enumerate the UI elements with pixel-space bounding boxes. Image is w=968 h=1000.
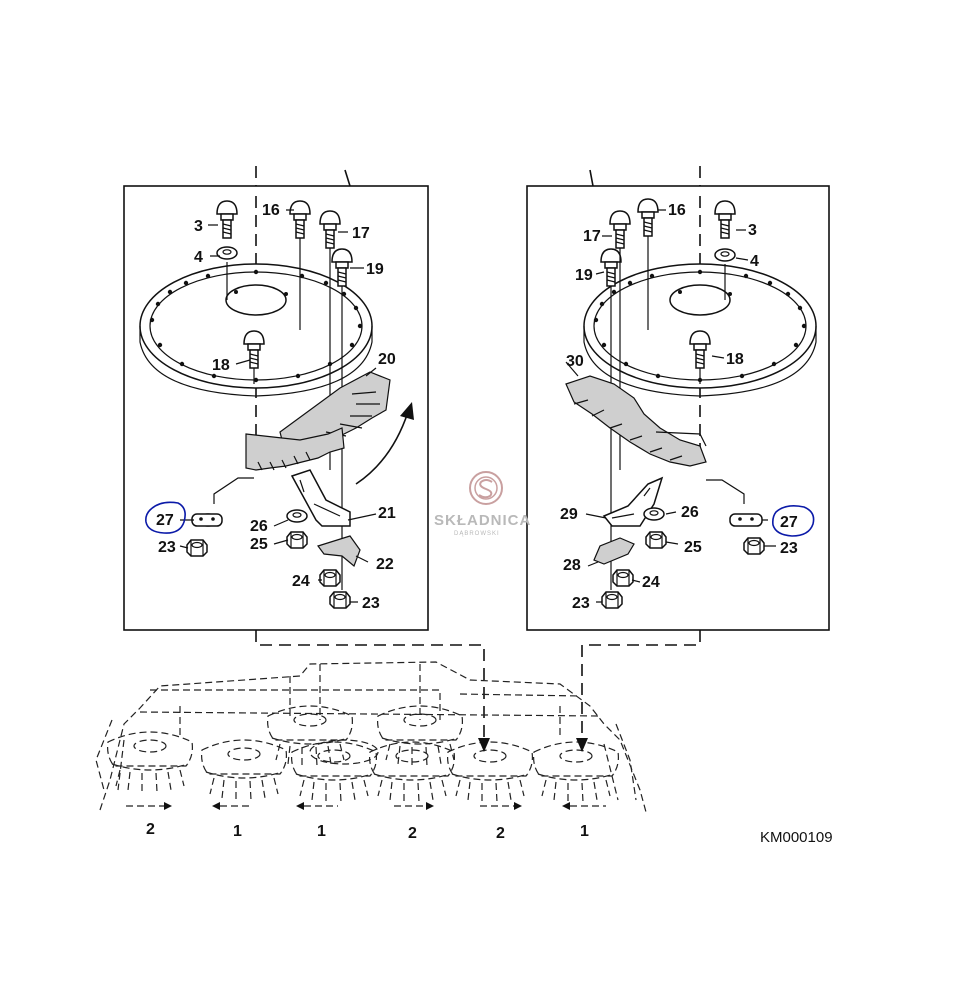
header-outline xyxy=(95,661,647,813)
rotation-label-1: 2 xyxy=(146,821,155,838)
callout-21: 21 xyxy=(378,505,396,522)
rotation-label-3: 1 xyxy=(317,823,326,840)
right-knife-30 xyxy=(565,375,707,467)
callout-19-right: 19 xyxy=(575,267,593,284)
watermark-brand: SKŁADNICA xyxy=(434,512,531,529)
left-detail-panel: 3 4 16 17 19 18 20 21 22 24 23 25 26 27 … xyxy=(123,166,485,745)
rotation-arrows xyxy=(126,802,606,810)
callout-23: 23 xyxy=(158,539,176,556)
callout-25: 25 xyxy=(250,536,268,553)
drawing-code: KM000109 xyxy=(760,829,833,846)
rotation-label-4: 2 xyxy=(408,825,417,842)
highlight-circle-left xyxy=(145,501,186,534)
callout-16-right: 16 xyxy=(668,202,686,219)
callout-4-right: 4 xyxy=(750,253,759,270)
callout-28: 28 xyxy=(563,557,581,574)
callout-17-right: 17 xyxy=(583,228,601,245)
callout-29: 29 xyxy=(560,506,578,523)
left-knife-20 xyxy=(245,371,391,471)
callout-23-right-bottom: 23 xyxy=(572,595,590,612)
callout-24-right: 24 xyxy=(642,574,660,591)
callout-17: 17 xyxy=(352,225,370,242)
callout-25-right: 25 xyxy=(684,539,702,556)
callout-4: 4 xyxy=(194,249,203,266)
rotation-label-5: 2 xyxy=(496,825,505,842)
callout-24: 24 xyxy=(292,573,310,590)
watermark-sub: DĄBROWSKI xyxy=(454,531,500,537)
right-detail-panel: 16 17 3 4 19 18 30 29 26 27 23 25 28 24 … xyxy=(526,166,830,745)
rotation-label-2: 1 xyxy=(233,823,242,840)
callout-3-right: 3 xyxy=(748,222,757,239)
callout-20: 20 xyxy=(378,351,396,368)
callout-19: 19 xyxy=(366,261,384,278)
callout-23-bottom: 23 xyxy=(362,595,380,612)
callout-30: 30 xyxy=(566,353,584,370)
callout-22: 22 xyxy=(376,556,394,573)
callout-23-right: 23 xyxy=(780,540,798,557)
rotation-label-6: 1 xyxy=(580,823,589,840)
callout-26-right: 26 xyxy=(681,504,699,521)
highlight-circle-right xyxy=(772,505,815,537)
watermark-logo: SKŁADNICA DĄBROWSKI xyxy=(434,471,531,537)
callout-16: 16 xyxy=(262,202,280,219)
callout-3: 3 xyxy=(194,218,203,235)
callout-18: 18 xyxy=(212,357,230,374)
callout-27-right-highlighted: 27 xyxy=(780,514,798,531)
disc-holes-right xyxy=(593,269,807,383)
callout-26: 26 xyxy=(250,518,268,535)
callout-27-highlighted: 27 xyxy=(156,512,174,529)
callout-18-right: 18 xyxy=(726,351,744,368)
